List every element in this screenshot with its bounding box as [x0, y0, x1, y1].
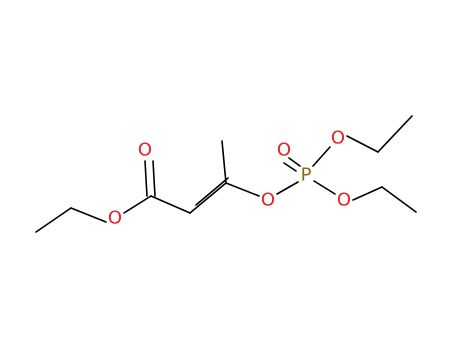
bond-c-o-enol	[225, 182, 260, 197]
bond-carbonyl-a	[144, 160, 148, 197]
bond-methyl	[221, 140, 227, 184]
bond-ester-ch2-o	[70, 207, 107, 223]
bond-o-p	[276, 181, 299, 195]
atom-o-phosphoryl: O	[277, 140, 291, 161]
atom-o-phos-lower: O	[337, 190, 351, 211]
bond-ester-ch3-ch2	[35, 207, 72, 233]
bond-upper-o-ch2	[346, 135, 379, 153]
bond-upper-ch2-ch3	[377, 115, 413, 153]
atom-p-phosphorus: P	[301, 165, 312, 186]
bond-p-o-lower	[313, 180, 336, 195]
bond-p-o-double-b	[283, 162, 297, 172]
atom-label-layer: O O O O P O O	[108, 128, 351, 229]
bond-p-o-double-a	[288, 157, 301, 167]
atom-o-carbonyl: O	[138, 140, 152, 161]
atom-o-phos-upper: O	[331, 128, 345, 149]
bond-carbonyl-b	[152, 160, 156, 197]
bond-alkene-a	[189, 182, 227, 214]
atom-o-enol: O	[261, 190, 275, 211]
bond-layer	[35, 115, 417, 233]
bond-lower-ch2-ch3	[381, 186, 417, 213]
bond-alkene-b	[195, 177, 229, 206]
atom-o-ester: O	[108, 208, 122, 229]
bond-ester-o-c	[123, 195, 152, 214]
bond-p-o-upper	[312, 146, 331, 167]
bond-c-alkene	[150, 195, 191, 214]
bond-lower-o-ch2	[352, 186, 383, 201]
